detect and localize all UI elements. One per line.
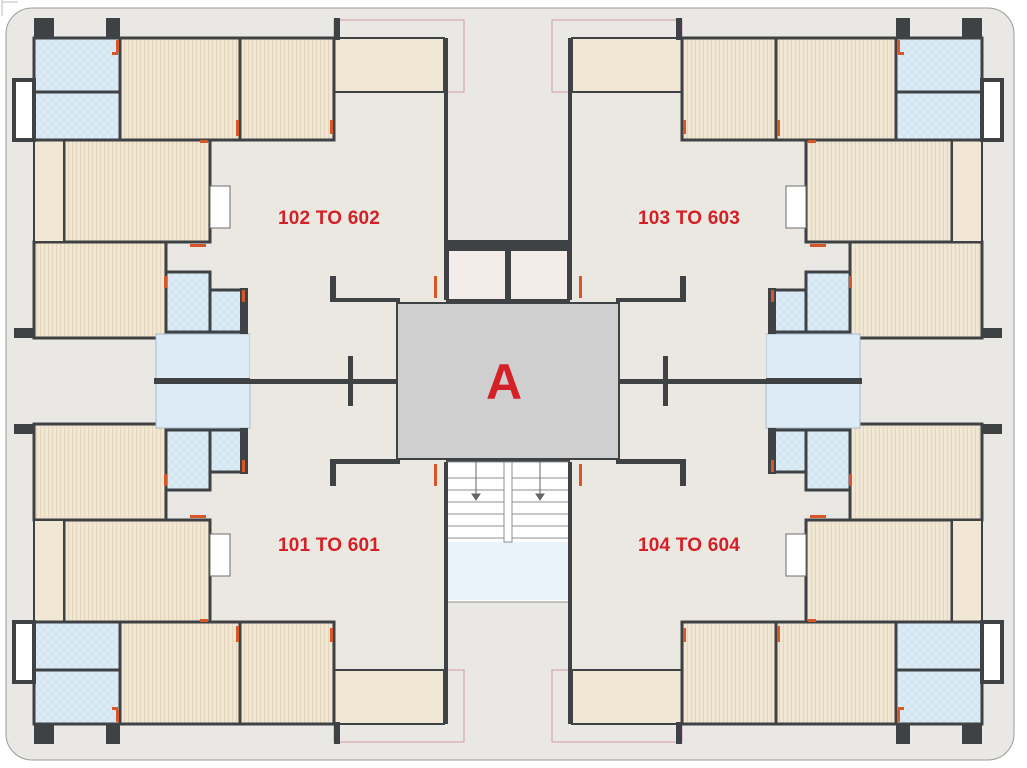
- bedroom-1: [118, 36, 242, 142]
- frame-corner: [1, 0, 18, 16]
- door-openings: [112, 40, 437, 302]
- bath-3: [164, 270, 212, 334]
- dress-room: [33, 139, 65, 243]
- bedroom-3: [62, 138, 212, 244]
- lift-shaft-right: [511, 251, 567, 299]
- bedroom-2: [238, 36, 336, 142]
- unit-label-101-601: 101 TO 601: [278, 535, 381, 556]
- bedroom-4: [32, 240, 168, 340]
- column: [14, 328, 34, 338]
- wall: [330, 298, 400, 303]
- lobby: [394, 300, 622, 462]
- duct-area: [155, 333, 251, 381]
- stair-divider: [503, 461, 513, 543]
- wall: [240, 288, 248, 334]
- column: [106, 18, 120, 38]
- unit-label-104-604: 104 TO 604: [638, 535, 741, 556]
- stair-arrows: [471, 462, 545, 501]
- column: [34, 18, 54, 38]
- unit-label-103-603: 103 TO 603: [638, 208, 741, 229]
- unit-label-102-602: 102 TO 602: [278, 208, 381, 229]
- column: [334, 18, 340, 40]
- bath-2: [32, 90, 122, 142]
- bath-1: [32, 36, 122, 94]
- wall: [444, 38, 448, 300]
- wall: [330, 276, 336, 302]
- kitchen-counter: [209, 185, 231, 229]
- balcony: [333, 37, 445, 93]
- stair-landing: [446, 542, 570, 600]
- tower-label: A: [486, 354, 523, 410]
- column: [12, 78, 36, 142]
- lift-shaft-left: [449, 251, 505, 299]
